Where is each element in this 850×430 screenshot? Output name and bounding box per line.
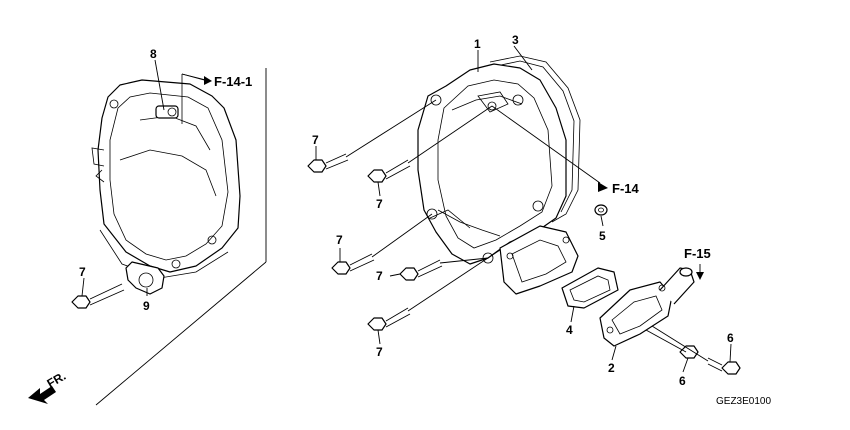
callout-4: 4 bbox=[566, 323, 573, 337]
part-9-clamp bbox=[125, 261, 165, 295]
ref-f-15: F-15 bbox=[684, 246, 711, 261]
part-8-fan-shroud bbox=[91, 74, 241, 279]
callout-1: 1 bbox=[474, 37, 481, 51]
callout-6-lower: 6 bbox=[679, 374, 686, 388]
leader-lines bbox=[81, 45, 732, 373]
front-label: FR. bbox=[45, 369, 69, 391]
part-gasket-plate bbox=[499, 225, 579, 295]
callout-7-bottom: 7 bbox=[376, 345, 383, 359]
bolt-7-left bbox=[71, 283, 125, 309]
diagram-code: GEZ3E0100 bbox=[716, 396, 771, 407]
ref-arrow-f-14-1 bbox=[181, 73, 212, 85]
assembly-lines bbox=[181, 73, 709, 362]
part-3-gasket bbox=[486, 55, 581, 223]
part-4-gasket bbox=[561, 267, 619, 309]
bolt-6-a bbox=[679, 345, 699, 359]
callout-7-top: 7 bbox=[312, 133, 319, 147]
part-1-head-cover bbox=[417, 63, 567, 265]
bolt-7-e bbox=[367, 307, 411, 331]
front-arrow-icon bbox=[28, 386, 56, 404]
panel-divider bbox=[95, 68, 267, 406]
bolt-7-a bbox=[307, 153, 349, 173]
callout-6-right: 6 bbox=[727, 331, 734, 345]
bolt-7-d bbox=[399, 259, 443, 281]
callout-8: 8 bbox=[150, 47, 157, 61]
ref-arrow-f-15 bbox=[696, 264, 704, 280]
ref-arrow-f-14 bbox=[598, 182, 608, 192]
callout-9: 9 bbox=[143, 299, 150, 313]
callout-3: 3 bbox=[512, 33, 519, 47]
callout-7-lower: 7 bbox=[376, 269, 383, 283]
bolt-7-b bbox=[367, 159, 411, 183]
callout-7-left: 7 bbox=[79, 265, 86, 279]
callout-7-mid: 7 bbox=[376, 197, 383, 211]
part-5-o-ring bbox=[594, 204, 608, 216]
bolt-6-b bbox=[707, 357, 741, 375]
callout-2: 2 bbox=[608, 361, 615, 375]
part-2-outlet-housing bbox=[599, 267, 695, 347]
ref-f-14: F-14 bbox=[612, 181, 640, 196]
callout-5: 5 bbox=[599, 229, 606, 243]
bolt-7-c bbox=[331, 253, 375, 275]
callout-7-lower-left: 7 bbox=[336, 233, 343, 247]
ref-f-14-1: F-14-1 bbox=[214, 74, 252, 89]
